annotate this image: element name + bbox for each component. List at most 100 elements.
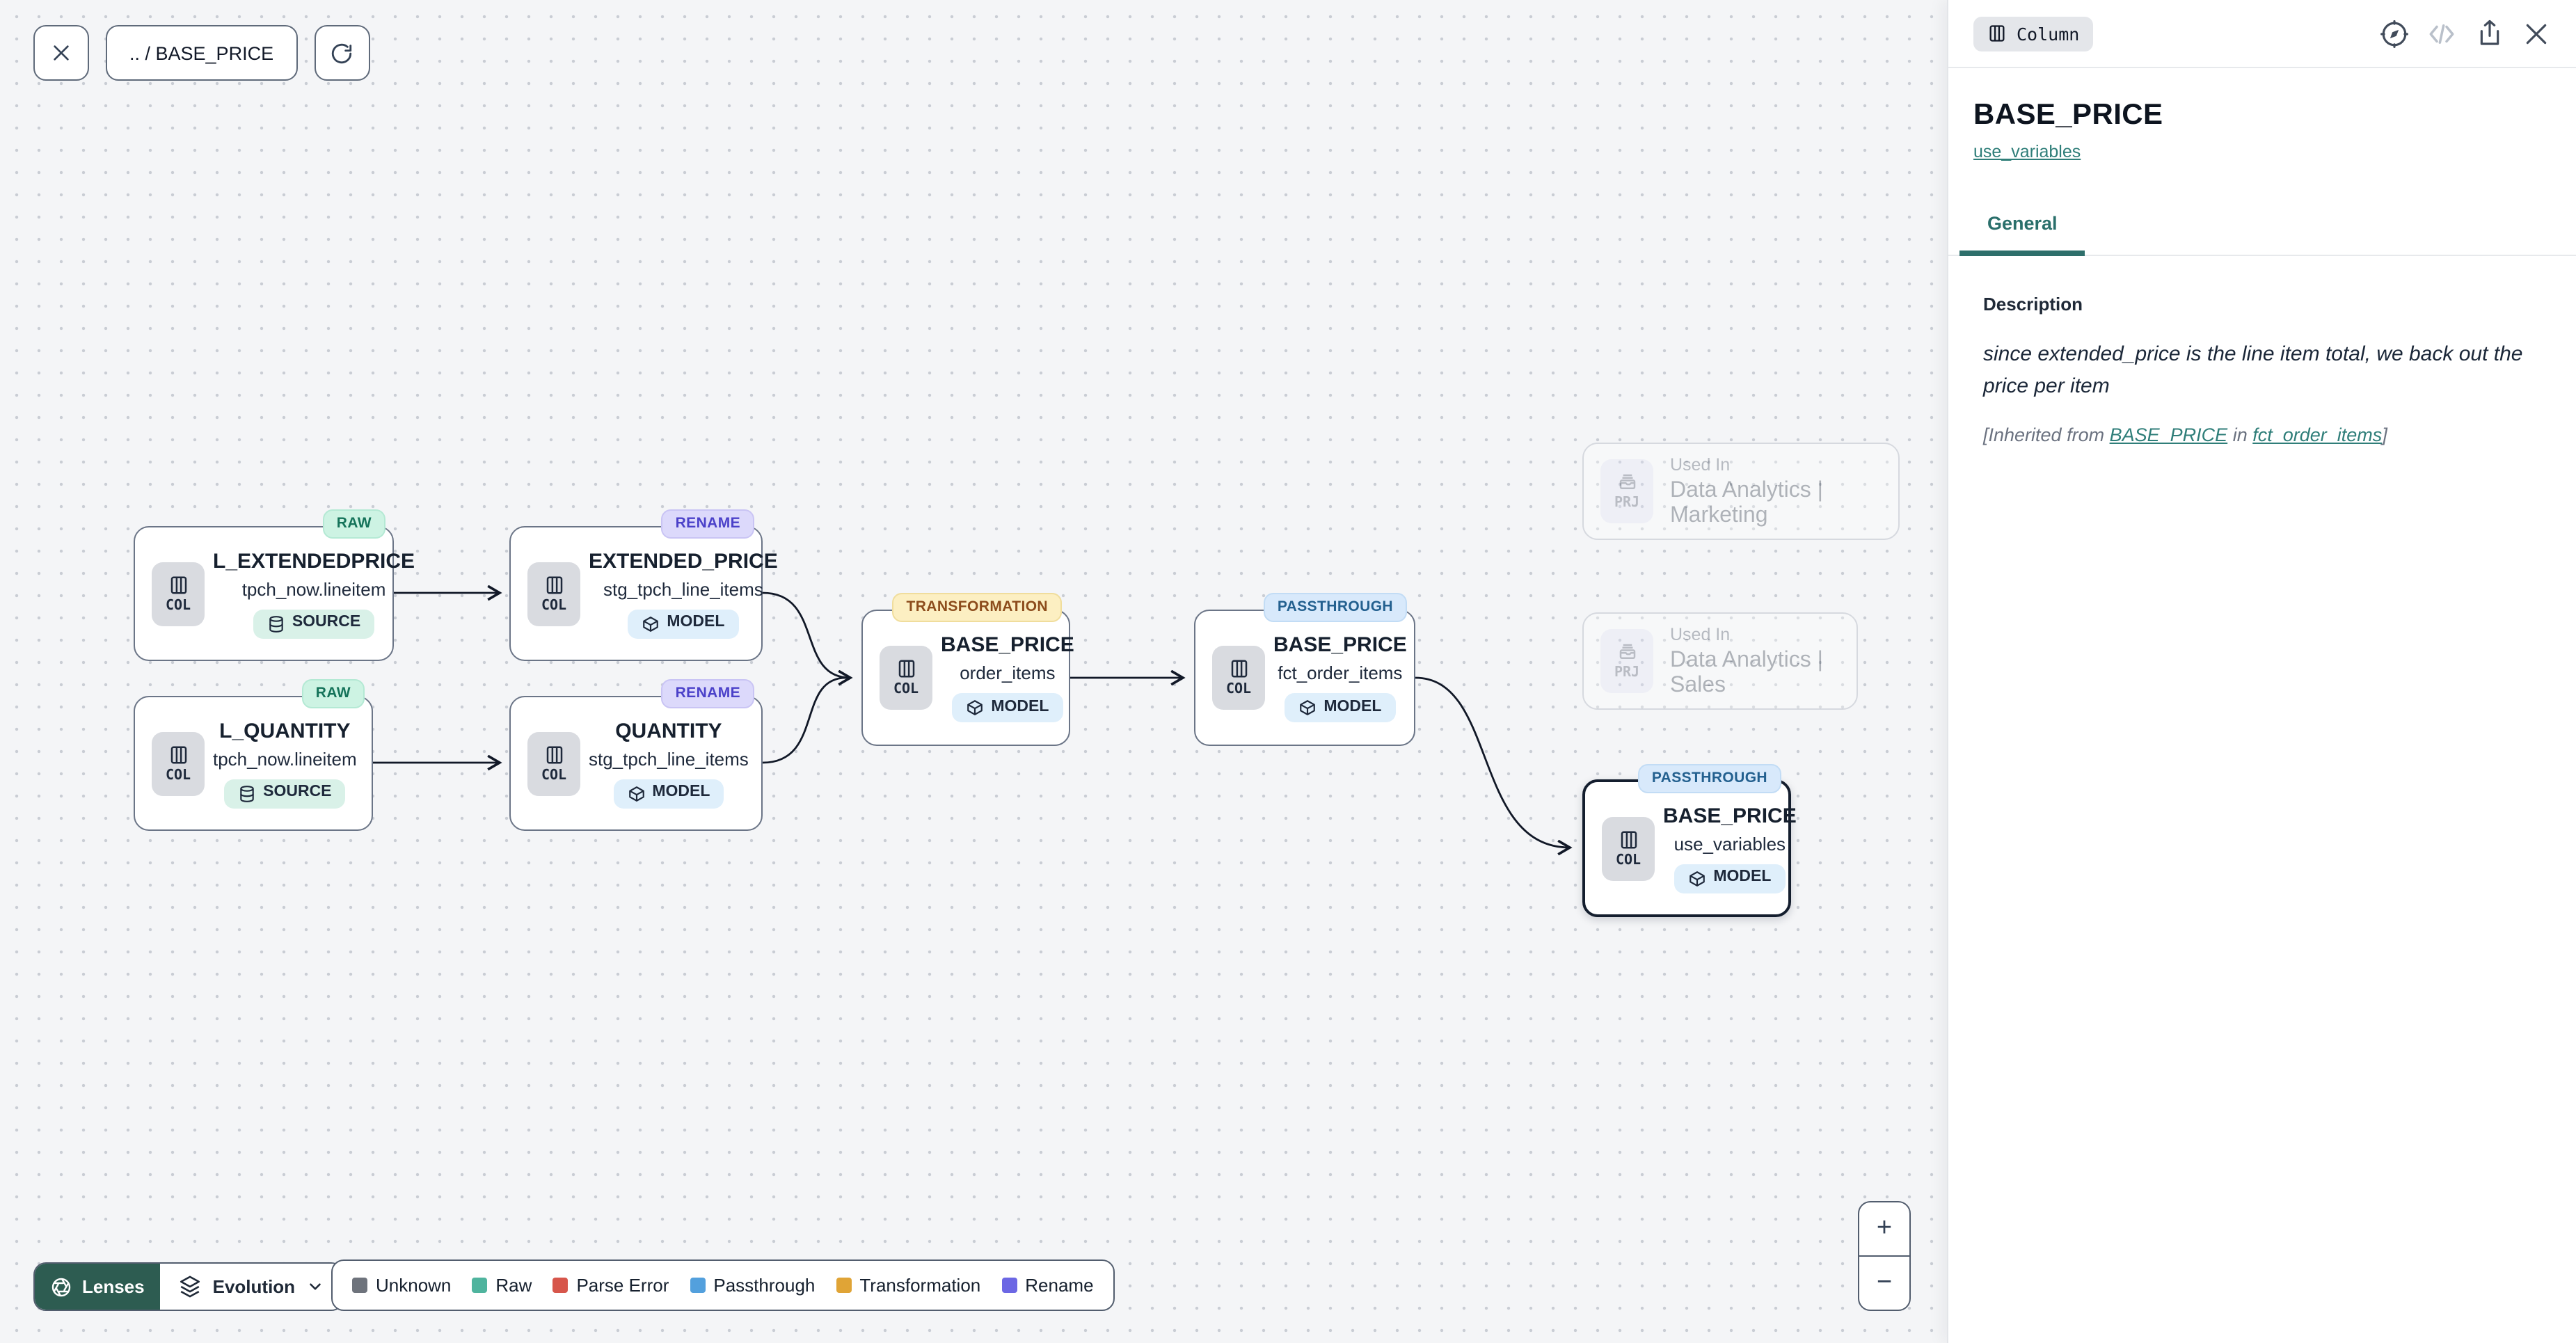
inherited-model-link[interactable]: fct_order_items (2252, 424, 2382, 445)
cube-icon (1298, 699, 1317, 717)
cube-icon (642, 614, 660, 633)
model-badge: MODEL (628, 609, 738, 638)
compass-icon (2380, 19, 2409, 48)
columns-icon (1228, 658, 1249, 679)
legend-swatch-passthrough (690, 1278, 705, 1293)
share-button[interactable] (2474, 19, 2504, 48)
lineage-canvas[interactable]: .. / BASE_PRICE RAW COL L_EXTENDEDPRICE … (0, 0, 1947, 1343)
node-quantity[interactable]: RENAME COL QUANTITY stg_tpch_line_items … (509, 696, 763, 831)
description-text: since extended_price is the line item to… (1983, 340, 2534, 402)
column-kind-box: COL (1212, 646, 1265, 710)
used-in-label: Used In (1670, 624, 1730, 644)
node-extended-price[interactable]: RENAME COL EXTENDED_PRICE stg_tpch_line_… (509, 526, 763, 661)
node-subtitle: tpch_now.lineitem (242, 578, 386, 599)
refresh-button[interactable] (314, 25, 369, 81)
lens-badge: PASSTHROUGH (1638, 764, 1781, 793)
lens-select-evolution[interactable]: Evolution (160, 1264, 342, 1310)
model-badge: MODEL (952, 693, 1063, 722)
column-kind-box: COL (1602, 816, 1655, 880)
used-in-sales-card[interactable]: PRJ Used In Data Analytics | Sales (1582, 612, 1858, 710)
model-link[interactable]: use_variables (1973, 142, 2081, 161)
close-panel-button[interactable] (2522, 19, 2551, 48)
database-icon (238, 784, 256, 802)
tab-general[interactable]: General (1959, 213, 2085, 256)
description-label: Description (1983, 294, 2541, 315)
refresh-icon (330, 41, 353, 65)
used-in-label: Used In (1670, 454, 1730, 474)
columns-icon (1987, 24, 2007, 43)
columns-icon (543, 744, 564, 765)
close-icon (2523, 20, 2550, 47)
node-title: QUANTITY (615, 719, 722, 744)
details-panel: Column BASE_PRICE use_variables Gener (1947, 0, 2576, 1343)
layers-icon (178, 1275, 202, 1298)
lens-legend: Unknown Raw Parse Error Passthrough Tran… (331, 1259, 1115, 1311)
lenses-button[interactable]: Lenses (35, 1264, 160, 1310)
legend-swatch-rename (1001, 1278, 1017, 1293)
lenses-label: Lenses (82, 1276, 145, 1297)
source-badge: SOURCE (253, 609, 374, 638)
node-base-price-use-variables[interactable]: PASSTHROUGH COL BASE_PRICE use_variables… (1582, 779, 1791, 917)
cube-icon (966, 699, 984, 717)
lens-badge: RENAME (662, 509, 754, 538)
columns-icon (896, 658, 916, 679)
columns-icon (168, 744, 189, 765)
lens-badge: TRANSFORMATION (892, 593, 1062, 621)
lens-badge: RENAME (662, 679, 754, 708)
aperture-icon (50, 1276, 72, 1298)
legend-item: Raw (472, 1275, 532, 1296)
node-subtitle: use_variables (1674, 833, 1786, 854)
node-base-price-order-items[interactable]: TRANSFORMATION COL BASE_PRICE order_item… (861, 610, 1070, 746)
legend-item: Transformation (836, 1275, 980, 1296)
lens-badge: RAW (323, 509, 385, 538)
project-kind-box: PRJ (1600, 629, 1653, 693)
code-icon (2427, 19, 2456, 48)
node-title: BASE_PRICE (941, 633, 1074, 658)
node-l-extendedprice[interactable]: RAW COL L_EXTENDEDPRICE tpch_now.lineite… (134, 526, 394, 661)
node-title: BASE_PRICE (1273, 633, 1407, 658)
panel-header: Column (1948, 0, 2576, 68)
columns-icon (1618, 829, 1639, 850)
zoom-controls: + − (1858, 1201, 1911, 1311)
lenses-control: Lenses Evolution (33, 1262, 344, 1311)
breadcrumb[interactable]: .. / BASE_PRICE (106, 25, 297, 81)
node-subtitle: stg_tpch_line_items (589, 748, 749, 769)
inherited-note: [Inherited from BASE_PRICE in fct_order_… (1983, 422, 2534, 450)
entity-type-chip: Column (1973, 16, 2093, 51)
node-subtitle: stg_tpch_line_items (603, 578, 763, 599)
model-badge: MODEL (1674, 864, 1785, 893)
inherited-column-link[interactable]: BASE_PRICE (2110, 424, 2228, 445)
zoom-out-button[interactable]: − (1859, 1257, 1909, 1310)
legend-swatch-raw (472, 1278, 487, 1293)
node-subtitle: fct_order_items (1278, 662, 1402, 683)
node-l-quantity[interactable]: RAW COL L_QUANTITY tpch_now.lineitem SOU… (134, 696, 373, 831)
project-kind-box: PRJ (1600, 459, 1653, 523)
column-kind-box: COL (527, 731, 580, 795)
legend-swatch-parse-error (552, 1278, 568, 1293)
close-icon (50, 42, 72, 64)
lens-badge: PASSTHROUGH (1264, 593, 1407, 621)
column-kind-box: COL (527, 562, 580, 626)
source-badge: SOURCE (224, 779, 345, 808)
chevron-down-icon (306, 1278, 324, 1296)
breadcrumb-label: .. / BASE_PRICE (129, 42, 273, 63)
node-base-price-fct-order-items[interactable]: PASSTHROUGH COL BASE_PRICE fct_order_ite… (1194, 610, 1415, 746)
canvas-toolbar: .. / BASE_PRICE (33, 25, 369, 81)
zoom-in-button[interactable]: + (1859, 1202, 1909, 1257)
explore-button[interactable] (2380, 19, 2409, 48)
project-name: Data Analytics | Marketing (1670, 478, 1882, 528)
node-subtitle: order_items (960, 662, 1055, 683)
column-kind-box: COL (880, 646, 932, 710)
lens-badge: RAW (302, 679, 365, 708)
project-name: Data Analytics | Sales (1670, 648, 1840, 698)
column-kind-box: COL (152, 731, 205, 795)
selected-lens-label: Evolution (213, 1276, 295, 1297)
share-icon (2475, 19, 2503, 47)
database-icon (267, 614, 285, 633)
node-subtitle: tpch_now.lineitem (213, 748, 357, 769)
legend-item: Passthrough (690, 1275, 815, 1296)
view-code-button[interactable] (2427, 19, 2456, 48)
used-in-marketing-card[interactable]: PRJ Used In Data Analytics | Marketing (1582, 443, 1900, 540)
close-lineage-button[interactable] (33, 25, 89, 81)
